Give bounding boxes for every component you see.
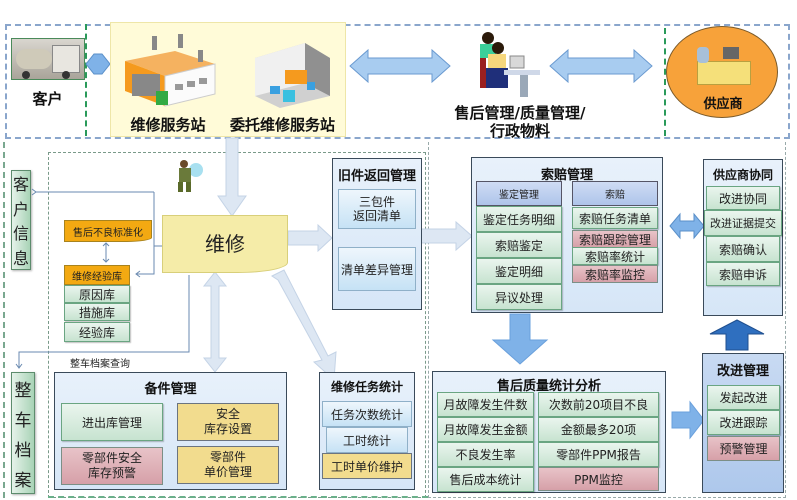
top-band-frame (5, 24, 790, 139)
customer-label: 客户 (32, 90, 63, 108)
supplier-collab-item[interactable]: 索赔确认 (706, 236, 780, 262)
mechanic-icon (178, 160, 203, 192)
claim-item[interactable]: 索赔跟踪管理 (572, 230, 658, 248)
left-right-arrow-icon (549, 48, 653, 84)
aftersales-label-line2: 行政物料 (489, 122, 550, 140)
office-workers-icon (480, 32, 540, 97)
spare-parts-title: 备件管理 (144, 382, 197, 397)
entrusted-station-label: 委托维修服务站 (229, 116, 335, 134)
spare-parts-item[interactable]: 安全 库存设置 (177, 403, 279, 441)
claim-header: 索赔 (572, 181, 658, 206)
right-frame (428, 142, 786, 498)
experience-db-item[interactable]: 经验库 (64, 322, 130, 342)
arrow-updown-to-spare-parts (202, 271, 228, 373)
claim-item[interactable]: 索赔率统计 (572, 247, 658, 265)
supplier-collab-item[interactable]: 改进协同 (706, 186, 780, 210)
supplier-collab-title: 供应商协同 (712, 168, 773, 182)
quality-stats-title: 售后质量统计分析 (496, 379, 601, 394)
old-parts-item[interactable]: 三包件 返回清单 (338, 189, 416, 229)
customer-info-box[interactable]: 客 户 信 息 (11, 170, 31, 270)
appraisal-item[interactable]: 鉴定明细 (476, 258, 562, 284)
repair-stats-item[interactable]: 工时统计 (326, 427, 408, 453)
arrow-right-to-old-parts (287, 223, 333, 253)
claims-title: 索赔管理 (540, 168, 593, 183)
repair-stats-title: 维修任务统计 (330, 380, 403, 394)
quality-stats-right-item[interactable]: 次数前20项目不良 (538, 392, 659, 417)
improvement-item[interactable]: 改进跟踪 (707, 410, 780, 435)
quality-stats-left-item[interactable]: 售后成本统计 (437, 467, 534, 492)
repair-station-building-icon (125, 34, 216, 107)
experience-db-item[interactable]: 措施库 (64, 303, 130, 321)
supplier-collab-item[interactable]: 改进证据提交 (704, 210, 782, 236)
appraisal-item[interactable]: 异议处理 (476, 284, 562, 310)
repair-station-label: 维修服务站 (130, 116, 206, 134)
improvement-item[interactable]: 预警管理 (707, 436, 780, 461)
supplier-node[interactable]: 供应商 (666, 26, 778, 118)
quality-stats-right-item[interactable]: 零部件PPM报告 (538, 442, 659, 467)
right-arrow-icon (671, 400, 705, 440)
quality-stats-right-item[interactable]: 金额最多20项 (538, 417, 659, 442)
experience-db-header[interactable]: 维修经验库 (64, 265, 130, 285)
supplier-collab-item[interactable]: 索赔申诉 (706, 262, 780, 286)
repair-stats-item[interactable]: 任务次数统计 (322, 401, 412, 427)
arrow-down-to-repair (217, 137, 247, 217)
bottom-green-line (48, 496, 428, 498)
entrusted-station-warehouse-icon (255, 43, 330, 108)
aftersales-bad-standard-box[interactable]: 售后不良标准化 (64, 220, 152, 242)
quality-stats-left-item[interactable]: 不良发生率 (437, 442, 534, 467)
quality-stats-left-item[interactable]: 月故障发生件数 (437, 392, 534, 417)
old-parts-title: 旧件返回管理 (337, 169, 416, 184)
left-right-arrow-icon (669, 212, 705, 240)
lower-frame-left-border (3, 142, 5, 498)
customer-truck-image (11, 38, 85, 80)
down-arrow-icon (491, 313, 549, 365)
arrow-right-to-claims (419, 220, 473, 252)
repair-box[interactable]: 维修 (162, 215, 288, 273)
experience-db-item[interactable]: 原因库 (64, 285, 130, 303)
appraisal-header: 鉴定管理 (476, 181, 562, 206)
up-arrow-icon (709, 319, 765, 351)
repair-stats-item[interactable]: 工时单价维护 (322, 453, 412, 479)
left-right-arrow-icon (349, 48, 451, 84)
claim-item[interactable]: 索赔率监控 (572, 265, 658, 283)
aftersales-label-line1: 售后管理/质量管理/ (454, 104, 586, 122)
claim-item[interactable]: 索赔任务清单 (572, 207, 658, 229)
vehicle-archive-query-label: 整车档案查询 (70, 359, 130, 370)
appraisal-item[interactable]: 鉴定任务明细 (476, 206, 562, 232)
vehicle-archive-box[interactable]: 整 车 档 案 (11, 372, 35, 494)
spare-parts-item[interactable]: 零部件安全 库存预警 (61, 447, 163, 485)
repair-title: 维修 (205, 232, 245, 256)
quality-stats-left-item[interactable]: 月故障发生金额 (437, 417, 534, 442)
improvement-item[interactable]: 发起改进 (707, 385, 780, 410)
spare-parts-item[interactable]: 进出库管理 (61, 403, 163, 441)
green-divider-left (85, 24, 87, 136)
green-divider-right (664, 28, 666, 136)
supplier-label: 供应商 (703, 97, 743, 112)
appraisal-item[interactable]: 索赔鉴定 (476, 232, 562, 258)
improvement-title: 改进管理 (716, 364, 769, 379)
old-parts-item[interactable]: 清单差异管理 (338, 247, 416, 291)
quality-stats-right-item[interactable]: PPM监控 (538, 467, 659, 491)
spare-parts-item[interactable]: 零部件 单价管理 (177, 446, 279, 484)
